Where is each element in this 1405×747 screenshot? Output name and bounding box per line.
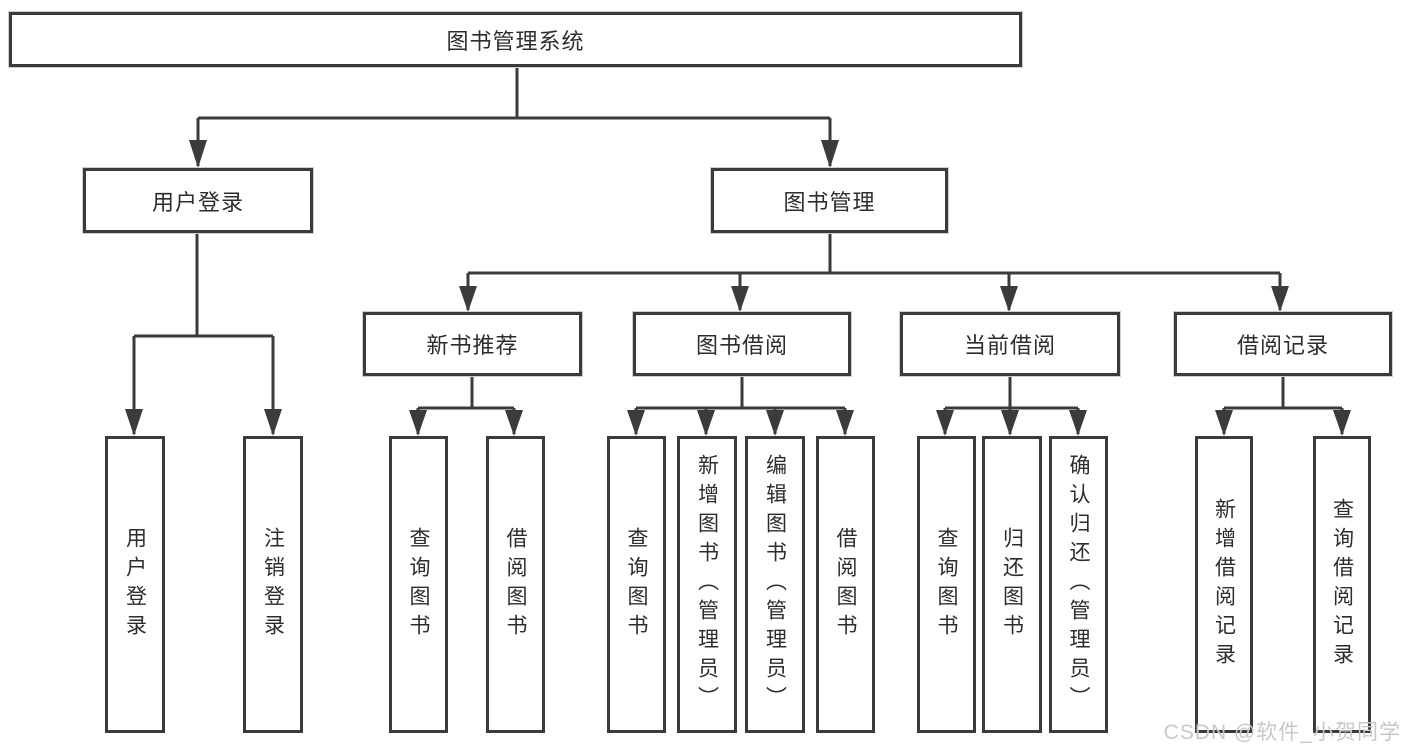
leaf-query-books-recommend: 查询图书 — [389, 436, 448, 733]
leaf-logout: 注销登录 — [243, 436, 303, 733]
csdn-watermark: CSDN @软件_小贺同学 — [1163, 721, 1401, 744]
node-current-borrow: 当前借阅 — [900, 312, 1120, 376]
leaf-query-books-recommend-label: 查询图书 — [407, 526, 430, 643]
leaf-edit-books-admin-label: 编辑图书（管理员） — [763, 454, 787, 715]
leaf-query-borrow-record: 查询借阅记录 — [1313, 436, 1371, 733]
leaf-return-books-label: 归还图书 — [1000, 526, 1024, 643]
leaf-query-books-borrow-label: 查询图书 — [625, 526, 648, 643]
node-book-management-label: 图书管理 — [783, 189, 876, 215]
node-borrow-records-label: 借阅记录 — [1236, 333, 1329, 358]
leaf-borrow-books: 借阅图书 — [816, 436, 875, 733]
leaf-add-borrow-record-label: 新增借阅记录 — [1212, 497, 1236, 672]
node-new-book-recommend-label: 新书推荐 — [426, 333, 519, 358]
leaf-query-books-borrow: 查询图书 — [607, 436, 666, 733]
node-borrow-records: 借阅记录 — [1174, 312, 1392, 376]
arrowhead-group — [125, 140, 1351, 436]
leaf-edit-books-admin: 编辑图书（管理员） — [745, 436, 805, 733]
leaf-query-books-current-label: 查询图书 — [935, 526, 958, 643]
leaf-borrow-books-recommend: 借阅图书 — [486, 436, 545, 733]
leaf-add-books-admin-label: 新增图书（管理员） — [695, 454, 719, 715]
leaf-confirm-return-admin: 确认归还（管理员） — [1049, 436, 1108, 733]
node-new-book-recommend: 新书推荐 — [363, 312, 582, 376]
node-book-borrow-label: 图书借阅 — [695, 333, 788, 358]
leaf-confirm-return-admin-label: 确认归还（管理员） — [1067, 454, 1090, 715]
node-book-borrow: 图书借阅 — [633, 312, 851, 376]
leaf-return-books: 归还图书 — [982, 436, 1042, 733]
leaf-query-books-current: 查询图书 — [917, 436, 976, 733]
node-current-borrow-label: 当前借阅 — [963, 333, 1056, 358]
leaf-borrow-books-label: 借阅图书 — [834, 526, 857, 643]
node-user-login: 用户登录 — [83, 168, 313, 233]
node-root-library-system: 图书管理系统 — [9, 12, 1022, 67]
leaf-add-books-admin: 新增图书（管理员） — [677, 436, 737, 733]
leaf-logout-label: 注销登录 — [261, 526, 285, 643]
leaf-user-login-label: 用户登录 — [123, 526, 147, 643]
leaf-borrow-books-recommend-label: 借阅图书 — [504, 526, 527, 643]
node-user-login-label: 用户登录 — [151, 189, 244, 215]
leaf-user-login: 用户登录 — [105, 436, 165, 733]
leaf-query-borrow-record-label: 查询借阅记录 — [1330, 497, 1354, 672]
node-book-management: 图书管理 — [711, 168, 948, 233]
leaf-add-borrow-record: 新增借阅记录 — [1195, 436, 1253, 733]
node-root-label: 图书管理系统 — [446, 28, 585, 54]
